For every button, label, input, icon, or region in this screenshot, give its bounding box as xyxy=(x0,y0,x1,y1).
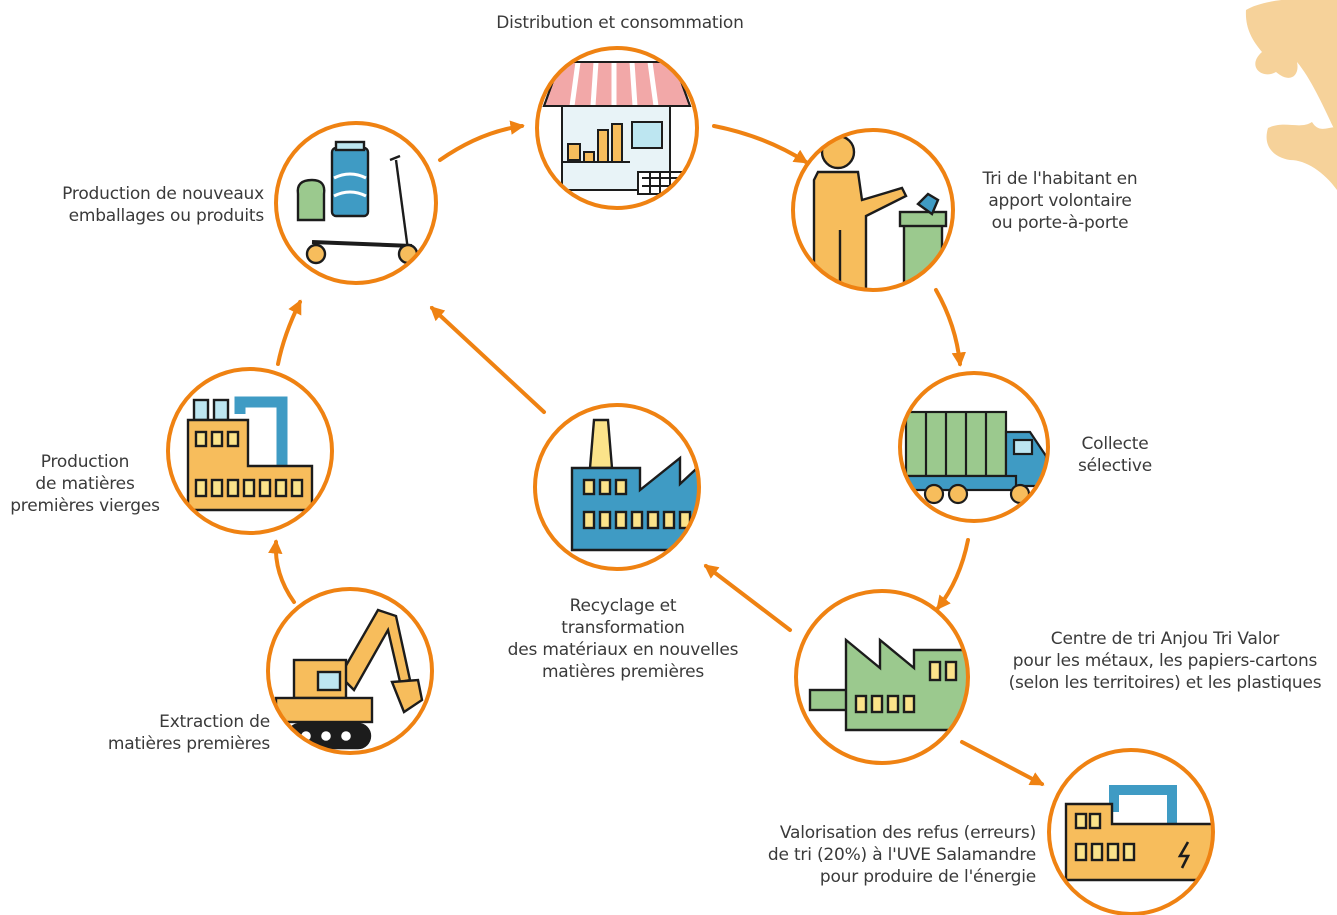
arrow-collecte-to-centre xyxy=(936,538,970,611)
label-recyclage: Recyclage et transformation des matériau… xyxy=(507,596,739,682)
arrow-extraction-to-raw xyxy=(268,539,296,604)
label-production-nouveaux: Production de nouveaux emballages ou pro… xyxy=(62,184,264,226)
arrow-centre-to-recyclage xyxy=(703,564,792,632)
shop-icon xyxy=(535,46,699,210)
excavator-icon xyxy=(266,587,434,755)
sorting-factory-icon xyxy=(794,589,970,765)
power-plant-icon xyxy=(1047,748,1215,915)
arrow-recyclage-to-production xyxy=(429,306,546,414)
label-extraction: Extraction de matières premières xyxy=(107,712,270,754)
person-sorting-icon xyxy=(791,128,955,292)
arrow-distribution-to-tri xyxy=(712,124,809,164)
arrow-tri-to-collecte xyxy=(934,288,966,367)
flow-arrows xyxy=(268,120,1045,786)
arrow-production-to-distribution xyxy=(438,120,525,162)
label-production-vierges: Production de matières premières vierges xyxy=(10,452,160,516)
raw-factory-icon xyxy=(166,367,334,535)
label-centre-de-tri: Centre de tri Anjou Tri Valor pour les m… xyxy=(1008,629,1322,693)
arrow-raw-to-production xyxy=(276,299,302,366)
label-tri-habitant: Tri de l'habitant en apport volontaire o… xyxy=(982,169,1138,233)
recycling-factory-icon xyxy=(533,403,701,571)
label-distribution: Distribution et consommation xyxy=(496,13,744,33)
truck-icon xyxy=(898,371,1050,523)
label-valorisation: Valorisation des refus (erreurs) de tri … xyxy=(767,823,1036,887)
label-collecte: Collecte sélective xyxy=(1078,434,1152,476)
products-icon xyxy=(274,121,438,285)
arrow-centre-to-valorisation xyxy=(960,740,1045,786)
decorative-shapes xyxy=(1245,0,1337,190)
